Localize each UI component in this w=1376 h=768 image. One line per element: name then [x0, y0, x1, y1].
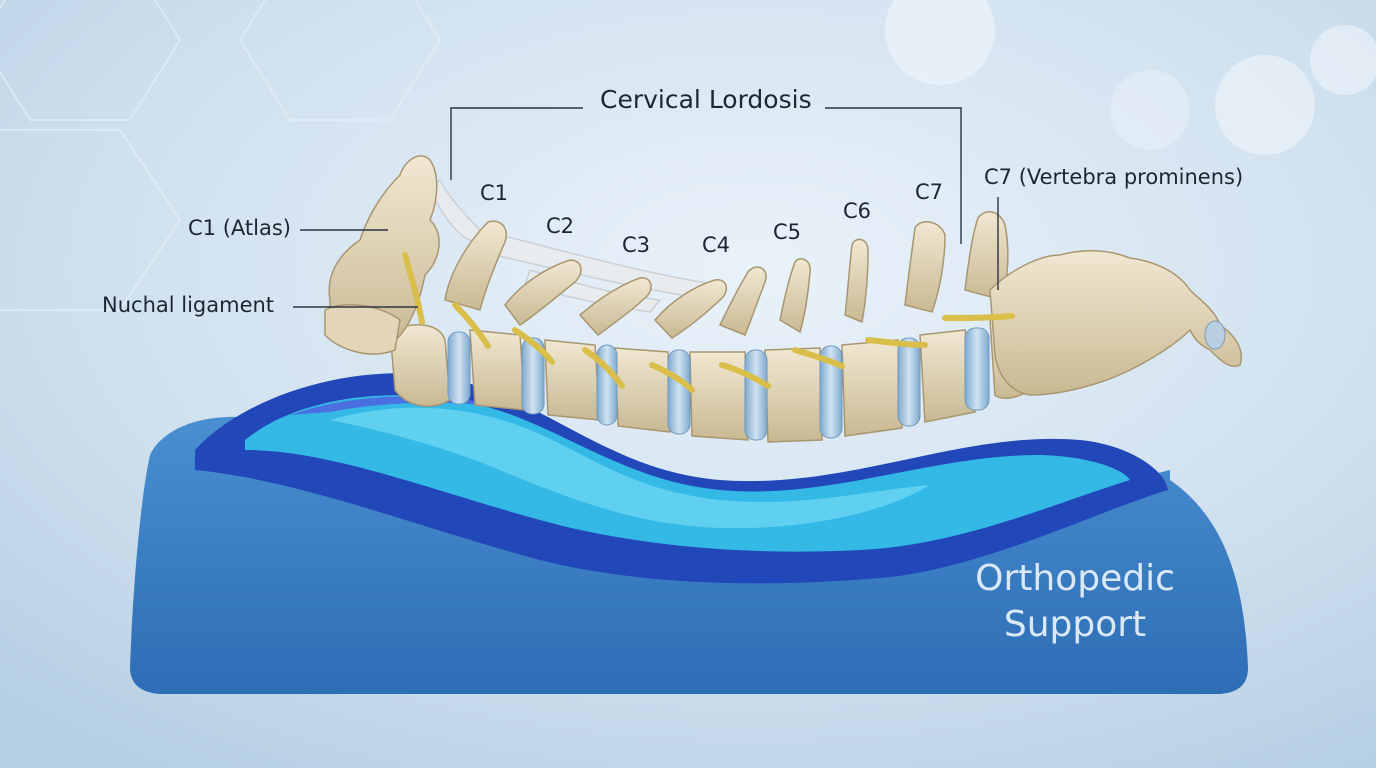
- product-text-line-1: Orthopedic: [975, 558, 1175, 599]
- intervertebral-discs: [447, 327, 990, 441]
- vertebra-label-c3: C3: [622, 233, 651, 257]
- vertebra-label-c2: C2: [546, 214, 575, 238]
- spinous-processes: [444, 211, 1009, 339]
- nuchal-ligament-label: Nuchal ligament: [102, 293, 275, 317]
- nerve-roots: [402, 252, 1015, 393]
- atlas-label: C1 (Atlas): [188, 216, 291, 240]
- lordosis-bracket-right: [825, 107, 962, 244]
- leader-lines: [293, 107, 999, 308]
- pillow-wave-light: [330, 407, 930, 529]
- rib-end: [1204, 320, 1226, 350]
- vertebra-label-c4: C4: [702, 233, 731, 257]
- vertebra-label-c7: C7: [915, 180, 944, 204]
- vertebra-prominens-label: C7 (Vertebra prominens): [984, 165, 1244, 189]
- cervical-spine: [324, 155, 1242, 443]
- vertebra-label-c6: C6: [843, 199, 872, 223]
- bokeh-lights: [885, 0, 1376, 155]
- vertebra-label-c5: C5: [773, 220, 802, 244]
- product-text-line-2: Support: [1004, 604, 1146, 645]
- upper-thoracic-bone: [989, 249, 1242, 396]
- vertebra-label-c1: C1: [480, 181, 509, 205]
- diagram-title: Cervical Lordosis: [600, 85, 812, 114]
- vertebral-bodies: [389, 317, 1031, 443]
- lordosis-bracket: [450, 107, 583, 180]
- atlas-arch: [324, 304, 401, 355]
- orthopedic-pillow: Orthopedic Support: [130, 373, 1248, 694]
- hexagon-pattern: [0, 0, 442, 311]
